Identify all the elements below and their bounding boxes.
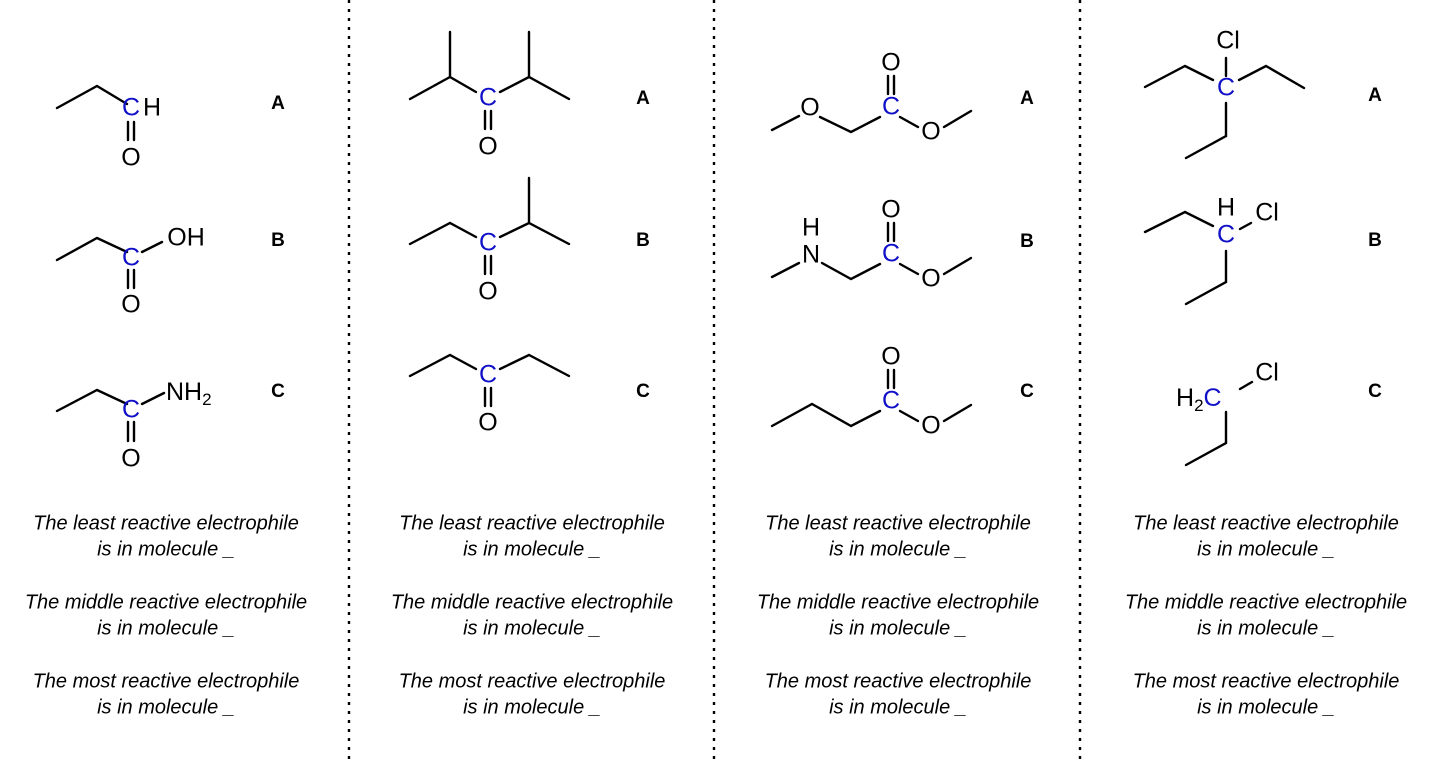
question-most-line2: is in molecule _ — [1197, 696, 1335, 718]
atom-h2c: H2C — [1176, 384, 1222, 416]
panel-4: C Cl A C H Cl B H2C Cl C — [1143, 27, 1382, 467]
atom-o: O — [121, 291, 140, 319]
molecule-label-a: A — [271, 93, 285, 114]
molecule-label-b: B — [636, 230, 650, 251]
reactive-carbon: C — [1217, 74, 1235, 102]
atom-nh2: NH2 — [166, 378, 212, 410]
molecule-label-b: B — [271, 230, 285, 251]
atom-o: O — [121, 445, 140, 473]
panel-2: C O A C O B C O C — [408, 30, 650, 437]
question-least-line2: is in molecule _ — [1197, 538, 1335, 560]
question-middle-line1: The middle reactive electrophile — [1125, 591, 1407, 613]
reactive-carbon: C — [122, 396, 140, 424]
atom-oh: OH — [167, 224, 205, 252]
question-most-line1: The most reactive electrophile — [33, 670, 300, 692]
question-least-line2: is in molecule _ — [463, 538, 601, 560]
molecule-4b: C H Cl — [1143, 194, 1279, 306]
question-most-line1: The most reactive electrophile — [765, 670, 1032, 692]
question-most-line2: is in molecule _ — [829, 696, 967, 718]
reactive-carbon: C — [122, 244, 140, 272]
question-middle-line2: is in molecule _ — [97, 617, 235, 639]
molecule-2a: C O — [408, 30, 571, 161]
molecule-4a: C Cl — [1143, 27, 1306, 160]
questions-panel-2: The least reactive electrophile is in mo… — [391, 512, 673, 718]
molecule-3b: H N C O O — [770, 196, 973, 293]
atom-o: O — [921, 265, 940, 293]
question-least-line2: is in molecule _ — [97, 538, 235, 560]
questions-panel-3: The least reactive electrophile is in mo… — [757, 512, 1039, 718]
molecule-label-b: B — [1368, 230, 1382, 251]
atom-o: O — [881, 196, 900, 224]
questions-panel-4: The least reactive electrophile is in mo… — [1125, 512, 1407, 718]
question-middle-line1: The middle reactive electrophile — [391, 591, 673, 613]
question-most-line1: The most reactive electrophile — [1133, 670, 1400, 692]
molecule-1b: C OH O — [55, 224, 205, 319]
atom-cl: Cl — [1255, 359, 1279, 387]
panel-1: C H O A C OH O B C NH2 O C — [55, 84, 285, 473]
atom-o: O — [881, 343, 900, 371]
question-most-line1: The most reactive electrophile — [399, 670, 666, 692]
atom-o: O — [121, 144, 140, 172]
atom-o: O — [921, 412, 940, 440]
molecule-1c: C NH2 O — [55, 378, 212, 473]
molecule-label-a: A — [1368, 85, 1382, 106]
molecule-label-b: B — [1020, 231, 1034, 252]
molecule-label-c: C — [1020, 381, 1034, 402]
question-middle-line2: is in molecule _ — [829, 617, 967, 639]
atom-h: H — [802, 214, 820, 242]
molecule-label-a: A — [636, 88, 650, 109]
reactive-carbon: C — [479, 84, 497, 112]
atom-h: H — [143, 94, 161, 122]
atom-o: O — [881, 49, 900, 77]
reactive-carbon: C — [122, 94, 140, 122]
reactive-carbon: C — [882, 93, 900, 121]
molecule-2b: C O — [408, 176, 571, 306]
atom-o: O — [478, 409, 497, 437]
molecule-4c: H2C Cl — [1176, 359, 1279, 467]
atom-o: O — [478, 278, 497, 306]
atom-o: O — [478, 133, 497, 161]
molecule-2c: C O — [408, 353, 571, 437]
reactive-carbon: C — [1217, 221, 1235, 249]
question-middle-line1: The middle reactive electrophile — [25, 591, 307, 613]
molecule-label-a: A — [1020, 88, 1034, 109]
question-least-line2: is in molecule _ — [829, 538, 967, 560]
question-least-line1: The least reactive electrophile — [765, 512, 1031, 534]
question-least-line1: The least reactive electrophile — [33, 512, 299, 534]
molecule-label-c: C — [636, 381, 650, 402]
molecule-3c: C O O — [770, 343, 973, 440]
question-least-line1: The least reactive electrophile — [399, 512, 665, 534]
atom-cl: Cl — [1216, 27, 1240, 55]
molecule-label-c: C — [271, 381, 285, 402]
question-most-line2: is in molecule _ — [463, 696, 601, 718]
atom-o: O — [800, 94, 819, 122]
questions-panel-1: The least reactive electrophile is in mo… — [25, 512, 307, 718]
question-middle-line2: is in molecule _ — [1197, 617, 1335, 639]
question-middle-line2: is in molecule _ — [463, 617, 601, 639]
reactive-carbon: C — [479, 361, 497, 389]
atom-n: N — [802, 241, 820, 269]
molecule-3a: O C O O — [770, 49, 973, 146]
question-middle-line1: The middle reactive electrophile — [757, 591, 1039, 613]
molecule-label-c: C — [1368, 381, 1382, 402]
atom-h: H — [1217, 194, 1235, 222]
reactive-carbon: C — [882, 387, 900, 415]
atom-cl: Cl — [1255, 199, 1279, 227]
molecule-1a: C H O — [55, 84, 161, 172]
question-least-line1: The least reactive electrophile — [1133, 512, 1399, 534]
question-most-line2: is in molecule _ — [97, 696, 235, 718]
reactive-carbon: C — [882, 240, 900, 268]
atom-o: O — [921, 118, 940, 146]
reactive-carbon: C — [479, 229, 497, 257]
panel-3: O C O O A H N C O O B C — [770, 49, 1034, 440]
